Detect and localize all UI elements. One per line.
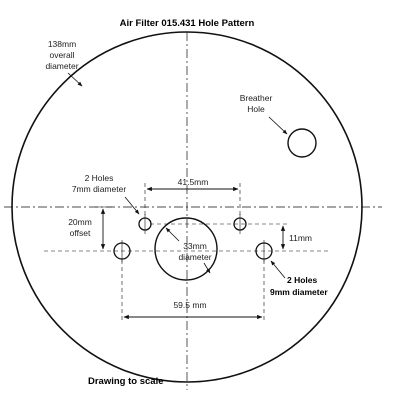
dim-41-5-label: 41.5mm <box>178 177 209 187</box>
overall-label-line2: overall <box>49 50 74 60</box>
overall-leader <box>67 72 83 87</box>
large-holes-label-line2: 9mm diameter <box>270 287 328 297</box>
offset-label-line2: offset <box>70 228 91 238</box>
small-holes-label-line1: 2 Holes <box>85 173 114 183</box>
overall-label-line1: 138mm <box>48 39 76 49</box>
drawing-title: Air Filter 015.431 Hole Pattern <box>120 18 255 29</box>
center-leader-top <box>165 227 180 242</box>
dim-59-5-label: 59.5 mm <box>173 300 206 310</box>
breather-label-line1: Breather <box>240 93 273 103</box>
breather-hole <box>287 128 317 158</box>
center-label-line1: 33mm <box>183 241 207 251</box>
offset-label-line1: 20mm <box>68 217 92 227</box>
breather-label-line2: Hole <box>247 104 265 114</box>
footer-note: Drawing to scale <box>88 376 164 387</box>
hole-center-marks <box>121 214 265 262</box>
small-holes-leader <box>124 196 140 215</box>
breather-leader <box>268 116 288 135</box>
center-hole <box>154 217 218 281</box>
overall-label-line3: diameter <box>45 61 78 71</box>
large-holes-leader <box>270 260 286 279</box>
center-leader-bottom <box>203 262 211 274</box>
large-holes-label-line1: 2 Holes <box>287 275 318 285</box>
small-holes-label-line2: 7mm diameter <box>72 184 126 194</box>
center-label-line2: diameter <box>178 252 211 262</box>
dim-11-label: 11mm <box>289 233 312 243</box>
